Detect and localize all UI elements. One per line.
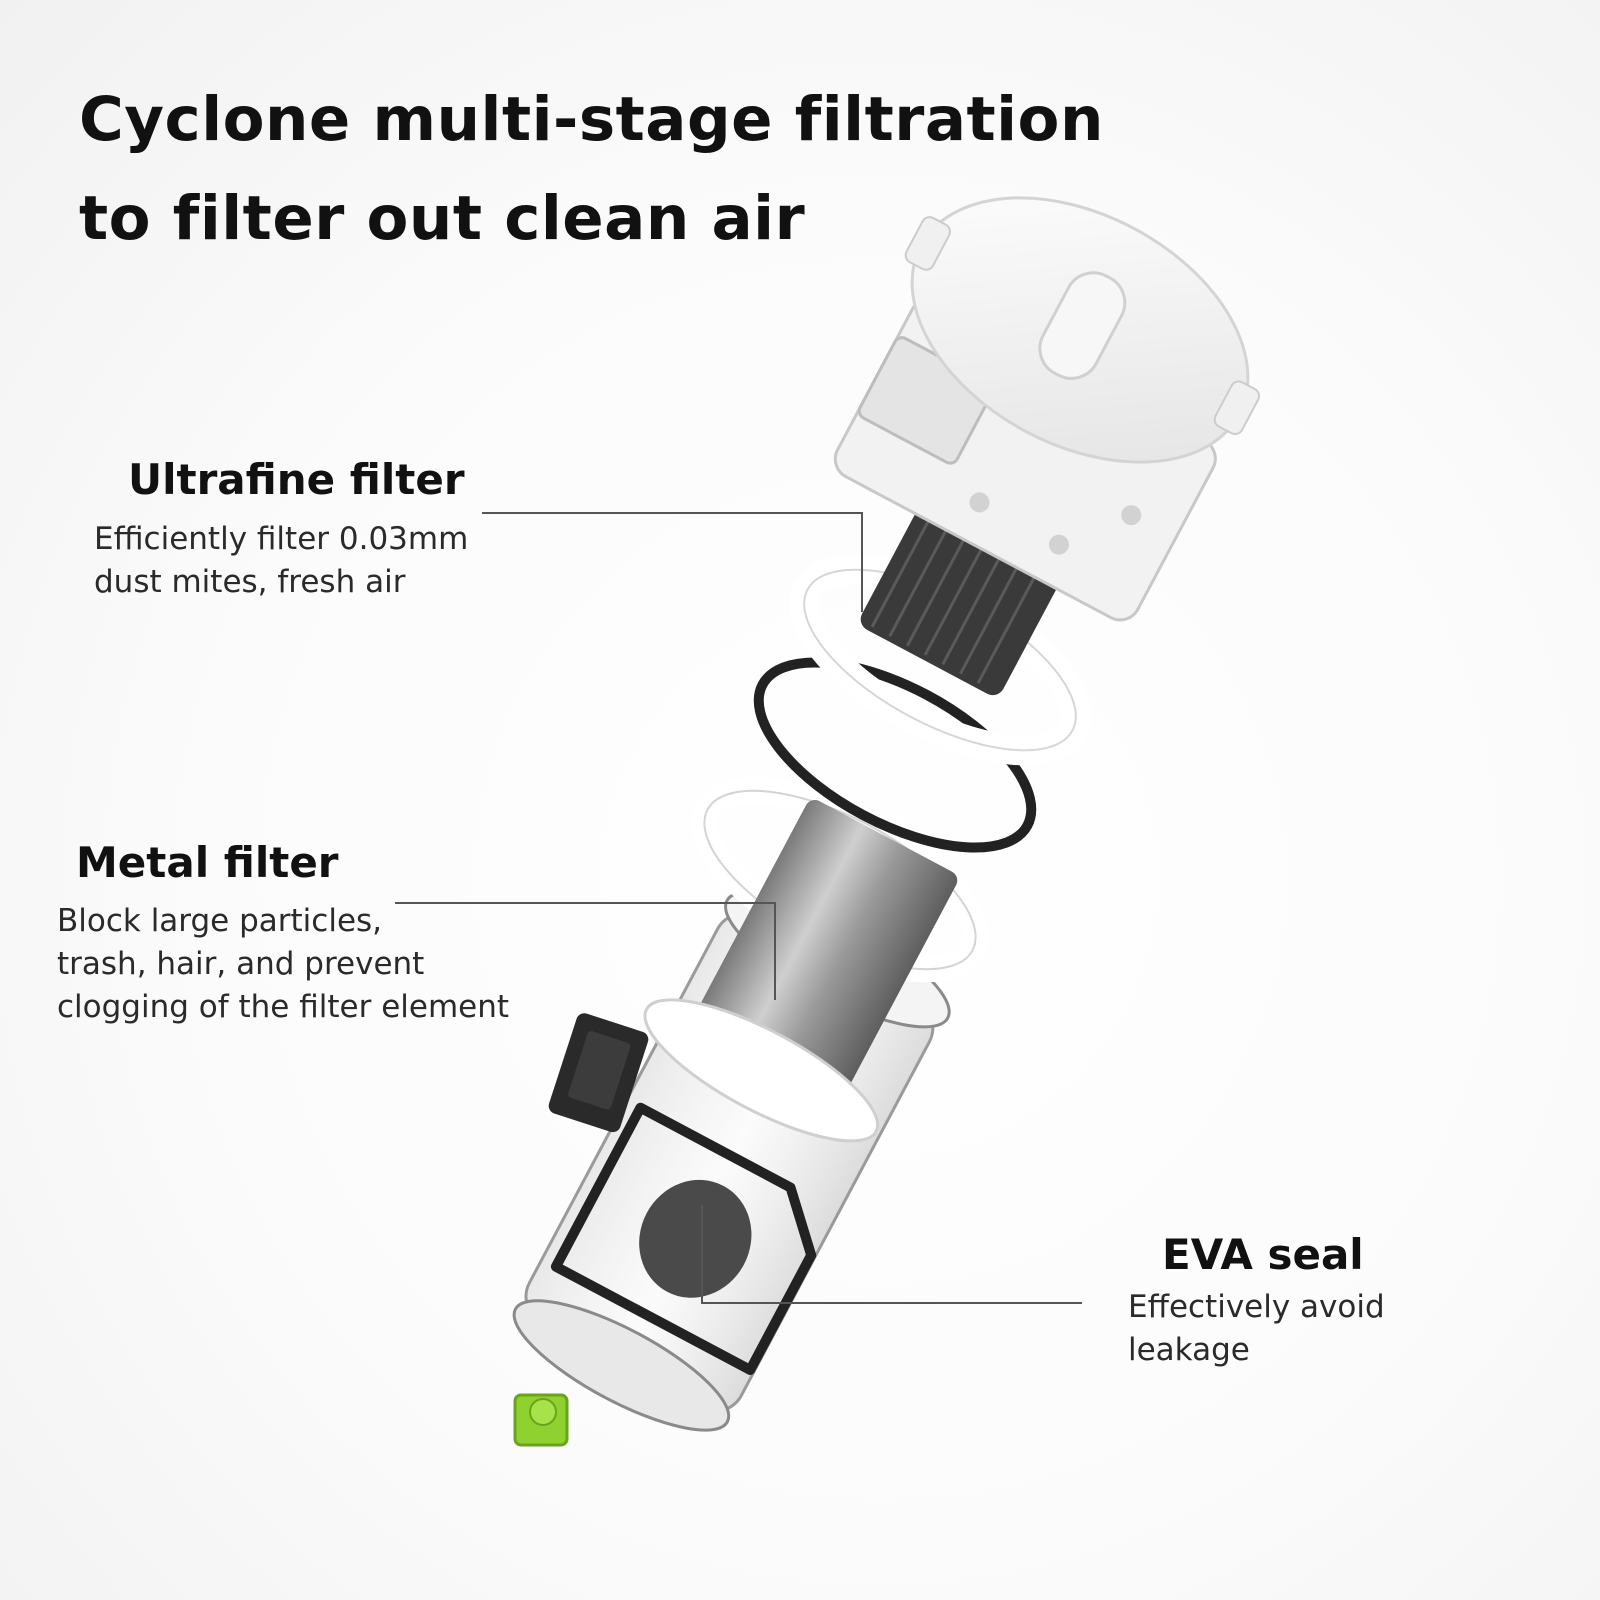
eva-desc-line1: Effectively avoid bbox=[1128, 1289, 1385, 1325]
o-ring bbox=[753, 657, 1037, 853]
leader-lines bbox=[395, 512, 1082, 1304]
ultrafine-desc-line1: Efficiently filter 0.03mm bbox=[94, 521, 469, 557]
metal-desc-line2: trash, hair, and prevent bbox=[57, 946, 425, 982]
ultrafine-filter-heading: Ultrafine filter bbox=[128, 455, 465, 504]
eva-seal-description: Effectively avoid leakage bbox=[1128, 1286, 1385, 1372]
page-title-line2: to filter out clean air bbox=[79, 183, 806, 254]
metal-filter bbox=[643, 800, 958, 1143]
metal-filter-description: Block large particles, trash, hair, and … bbox=[57, 900, 509, 1029]
eva-desc-line2: leakage bbox=[1128, 1332, 1250, 1368]
eva-seal-heading: EVA seal bbox=[1162, 1230, 1364, 1279]
metal-desc-line1: Block large particles, bbox=[57, 903, 383, 939]
ultrafine-filter-description: Efficiently filter 0.03mm dust mites, fr… bbox=[94, 518, 468, 604]
ultrafine-desc-line2: dust mites, fresh air bbox=[94, 564, 406, 600]
latch bbox=[548, 1013, 649, 1133]
top-cap bbox=[904, 196, 1261, 464]
metal-leader-line bbox=[395, 902, 776, 1000]
release-button bbox=[513, 1393, 569, 1447]
eva-seal bbox=[550, 1102, 817, 1375]
page-title-line1: Cyclone multi-stage filtration bbox=[79, 84, 1104, 155]
metal-filter-heading: Metal filter bbox=[76, 838, 339, 887]
ultrafine-leader-line bbox=[482, 512, 863, 612]
eva-leader-line bbox=[701, 1205, 1082, 1304]
metal-desc-line3: clogging of the filter element bbox=[57, 989, 510, 1025]
page-title: Cyclone multi-stage filtration to filter… bbox=[79, 70, 1179, 268]
